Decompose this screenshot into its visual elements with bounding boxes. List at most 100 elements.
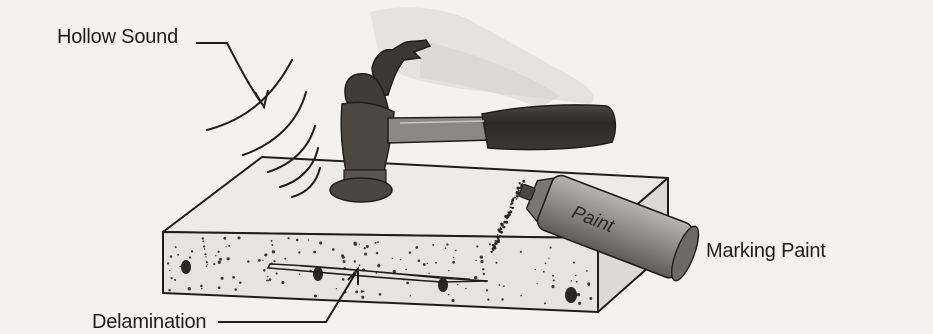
aggregate-speck xyxy=(202,240,204,242)
aggregate-speck xyxy=(487,299,489,301)
paint-dot xyxy=(516,187,519,190)
paint-dot xyxy=(516,192,519,195)
aggregate-speck xyxy=(489,243,491,245)
aggregate-speck xyxy=(573,262,575,264)
aggregate-speck xyxy=(169,270,170,271)
aggregate-speck xyxy=(201,288,203,290)
aggregate-speck xyxy=(188,287,191,290)
aggregate-speck xyxy=(361,296,364,299)
aggregate-speck xyxy=(226,246,227,247)
aggregate-speck xyxy=(258,259,261,262)
aggregate-speck xyxy=(221,277,224,280)
aggregate-speck xyxy=(483,273,485,275)
aggregate-speck xyxy=(200,285,203,288)
paint-dot xyxy=(518,190,520,192)
aggregate-speck xyxy=(405,269,407,271)
paint-dot xyxy=(496,240,498,242)
paint-dot xyxy=(506,218,508,220)
aggregate-speck xyxy=(314,295,317,298)
aggregate-speck xyxy=(336,288,337,289)
aggregate-speck xyxy=(271,244,273,246)
aggregate-speck xyxy=(354,260,356,262)
aggregate-speck xyxy=(571,280,573,282)
aggregate-speck xyxy=(445,247,447,249)
aggregate-speck xyxy=(313,251,316,254)
aggregate-speck xyxy=(219,258,222,261)
aggregate-speck xyxy=(435,262,437,264)
aggregate-speck xyxy=(465,288,466,289)
aggregate-speck xyxy=(366,245,369,248)
aggregate-speck xyxy=(213,263,215,265)
aggregate-speck xyxy=(577,293,580,296)
aggregate-speck xyxy=(576,281,578,283)
aggregate-speck xyxy=(475,260,476,261)
aggregate-speck xyxy=(377,241,379,243)
aggregate-speck xyxy=(423,263,426,266)
aggregate-speck xyxy=(543,271,545,273)
aggregate-speck xyxy=(247,260,249,262)
aggregate-speck xyxy=(223,237,226,240)
aggregate-speck xyxy=(586,270,588,272)
rebar-section xyxy=(565,287,577,303)
aggregate-speck xyxy=(215,255,216,256)
aggregate-speck xyxy=(288,237,290,239)
aggregate-speck xyxy=(378,265,380,267)
aggregate-speck xyxy=(263,269,266,272)
aggregate-speck xyxy=(548,257,549,258)
aggregate-speck xyxy=(171,277,173,279)
aggregate-speck xyxy=(218,286,221,289)
aggregate-speck xyxy=(520,251,522,253)
marking-paint-label: Marking Paint xyxy=(706,240,826,263)
aggregate-speck xyxy=(480,255,483,258)
aggregate-speck xyxy=(406,282,409,285)
rebar-section xyxy=(313,267,323,281)
aggregate-speck xyxy=(266,279,268,281)
aggregate-speck xyxy=(537,283,538,284)
paint-dot xyxy=(514,197,516,199)
aggregate-speck xyxy=(204,248,206,250)
hammer-face xyxy=(330,178,392,202)
aggregate-speck xyxy=(218,261,221,264)
aggregate-speck xyxy=(552,275,554,277)
aggregate-speck xyxy=(375,242,377,244)
aggregate-speck xyxy=(418,260,421,263)
aggregate-speck xyxy=(364,253,367,256)
aggregate-speck xyxy=(355,291,358,294)
aggregate-speck xyxy=(446,243,448,245)
aggregate-speck xyxy=(448,270,449,271)
aggregate-speck xyxy=(170,255,172,257)
aggregate-speck xyxy=(217,251,219,253)
aggregate-speck xyxy=(545,263,547,265)
aggregate-speck xyxy=(392,258,393,259)
paint-dot xyxy=(492,247,495,250)
aggregate-speck xyxy=(272,250,275,253)
aggregate-speck xyxy=(457,284,458,285)
hollow-sound-label: Hollow Sound xyxy=(57,26,178,49)
aggregate-speck xyxy=(376,252,379,255)
aggregate-speck xyxy=(343,260,346,263)
aggregate-speck xyxy=(535,269,536,270)
aggregate-speck xyxy=(332,248,335,251)
aggregate-speck xyxy=(575,275,576,276)
aggregate-speck xyxy=(428,273,429,274)
paint-dot xyxy=(516,198,518,200)
paint-dot xyxy=(500,231,503,234)
aggregate-speck xyxy=(191,250,193,252)
paint-dot xyxy=(497,236,500,239)
aggregate-speck xyxy=(550,246,552,248)
aggregate-speck xyxy=(415,246,418,249)
aggregate-speck xyxy=(453,257,455,259)
aggregate-speck xyxy=(276,272,278,274)
aggregate-speck xyxy=(179,265,181,267)
aggregate-speck xyxy=(174,279,176,281)
aggregate-speck xyxy=(298,251,300,253)
paint-dot xyxy=(511,202,513,204)
aggregate-speck xyxy=(359,244,360,245)
aggregate-speck xyxy=(474,276,477,279)
aggregate-speck xyxy=(551,285,554,288)
aggregate-speck xyxy=(168,289,171,292)
aggregate-speck xyxy=(588,285,590,287)
aggregate-speck xyxy=(503,285,505,287)
aggregate-speck xyxy=(284,258,286,260)
